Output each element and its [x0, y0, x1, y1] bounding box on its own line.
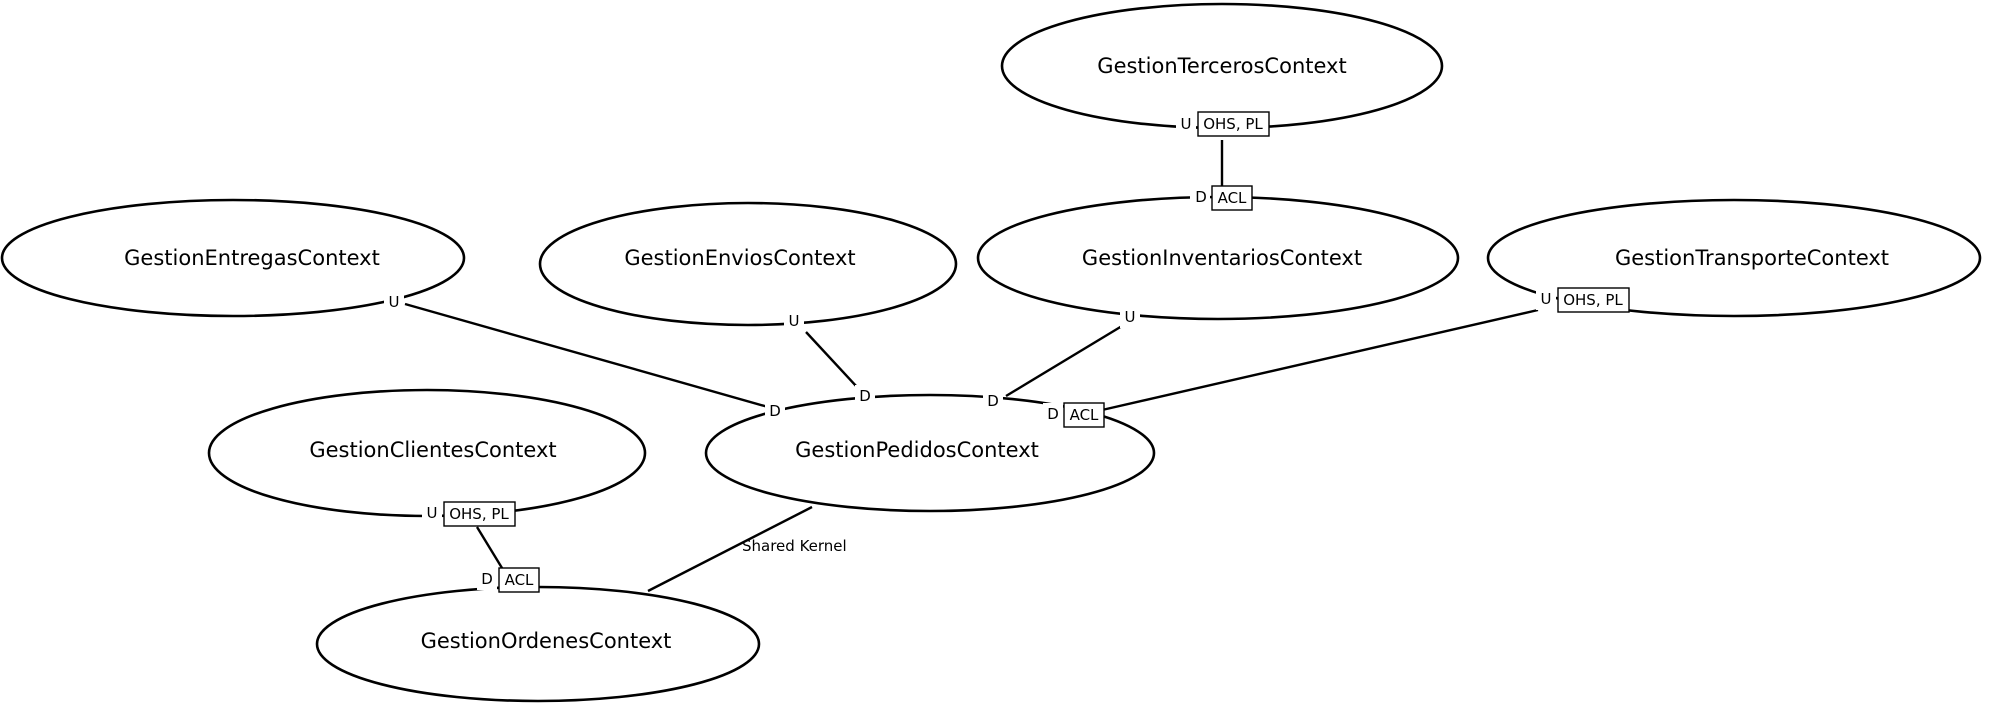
rel-clientes-ordenes-markers: U OHS, PL D ACL	[422, 501, 540, 593]
upstream-role-label: U	[427, 504, 438, 522]
line-pedidos-ordenes[interactable]	[647, 505, 813, 593]
upstream-role-label: U	[789, 312, 800, 330]
context-ellipse[interactable]	[0, 198, 466, 318]
upstream-role-label: U	[389, 293, 400, 311]
relationship-lines	[404, 140, 1539, 593]
downstream-role-label: D	[859, 387, 871, 405]
context-name: GestionEnviosContext	[624, 246, 855, 270]
rel-envios-pedidos-markers: U D	[784, 310, 875, 407]
downstream-role-label: D	[769, 402, 781, 420]
upstream-pattern-label: OHS, PL	[1203, 115, 1263, 133]
downstream-pattern-label: ACL	[1218, 189, 1247, 207]
context-name: GestionTransporteContext	[1615, 246, 1889, 270]
rel-inventarios-pedidos-markers: U D	[983, 306, 1140, 412]
context-node-pedidos[interactable]: GestionPedidosContext	[704, 393, 1156, 513]
line-entregas-pedidos[interactable]	[404, 302, 769, 409]
context-ellipse[interactable]	[1486, 198, 1982, 318]
context-node-clientes[interactable]: GestionClientesContext	[207, 388, 647, 518]
shared-kernel-label: Shared Kernel	[742, 537, 847, 555]
context-node-transporte[interactable]: GestionTransporteContext	[1486, 198, 1982, 318]
upstream-pattern-box	[1197, 111, 1270, 137]
context-node-envios[interactable]: GestionEnviosContext	[538, 201, 958, 327]
upstream-pattern-box	[443, 501, 516, 527]
line-inventarios-pedidos[interactable]	[1005, 324, 1123, 398]
upstream-pattern-box	[1557, 287, 1630, 313]
context-name: GestionInventariosContext	[1082, 246, 1362, 270]
line-transporte-pedidos[interactable]	[1101, 308, 1539, 412]
downstream-pattern-box	[498, 567, 540, 593]
downstream-role-label: D	[987, 392, 999, 410]
rel-transporte-pedidos-markers: U OHS, PL D ACL	[1043, 287, 1630, 428]
line-envios-pedidos[interactable]	[805, 331, 858, 388]
context-node-ordenes[interactable]: GestionOrdenesContext	[315, 585, 761, 703]
rel-terceros-inventarios-markers: U OHS, PL D ACL	[1176, 111, 1270, 211]
context-ellipse[interactable]	[704, 393, 1156, 513]
downstream-pattern-box	[1211, 185, 1253, 211]
context-name: GestionClientesContext	[309, 438, 556, 462]
downstream-role-label: D	[1047, 405, 1059, 423]
rel-entregas-pedidos-markers: U D	[384, 291, 785, 422]
context-node-inventarios[interactable]: GestionInventariosContext	[976, 195, 1460, 321]
context-name: GestionTercerosContext	[1097, 54, 1346, 78]
downstream-pattern-box	[1063, 402, 1105, 428]
upstream-role-label: U	[1181, 115, 1192, 133]
upstream-role-label: U	[1125, 308, 1136, 326]
context-node-terceros[interactable]: GestionTercerosContext	[1000, 2, 1444, 130]
context-node-entregas[interactable]: GestionEntregasContext	[0, 198, 466, 318]
context-name: GestionEntregasContext	[124, 246, 380, 270]
context-name: GestionPedidosContext	[795, 438, 1039, 462]
downstream-pattern-label: ACL	[1070, 406, 1099, 424]
upstream-role-label: U	[1541, 290, 1552, 308]
context-ellipse[interactable]	[538, 201, 958, 327]
rel-pedidos-ordenes-label: Shared Kernel	[742, 537, 847, 555]
context-name: GestionOrdenesContext	[421, 629, 672, 653]
downstream-pattern-label: ACL	[505, 571, 534, 589]
line-clientes-ordenes[interactable]	[475, 526, 504, 569]
downstream-role-label: D	[1195, 188, 1207, 206]
upstream-pattern-label: OHS, PL	[449, 505, 509, 523]
upstream-pattern-label: OHS, PL	[1563, 291, 1623, 309]
downstream-role-label: D	[481, 570, 493, 588]
